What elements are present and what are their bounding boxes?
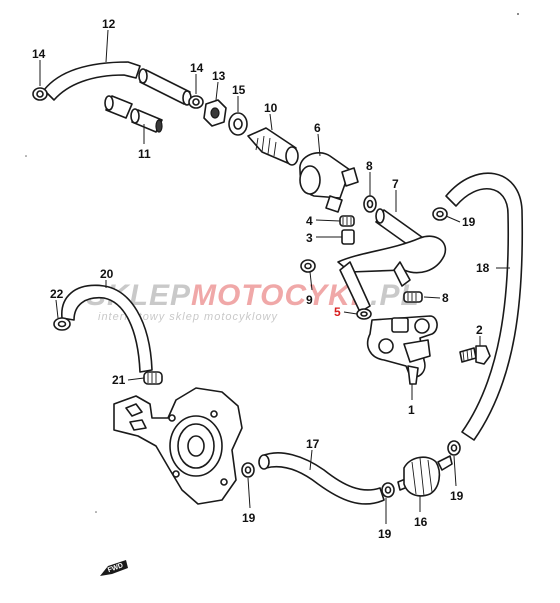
hose-12 [43, 61, 192, 106]
clamp-22 [53, 317, 71, 331]
callout-22: 22 [50, 287, 64, 301]
callout-6: 6 [314, 121, 321, 135]
callouts: 12 14 14 13 15 10 11 6 8 7 4 3 19 18 9 8… [32, 17, 490, 541]
callout-14: 14 [32, 47, 46, 61]
callout-11: 11 [138, 147, 151, 161]
callout-14: 14 [190, 61, 204, 75]
clamp-14-left [32, 87, 48, 101]
callout-19: 19 [462, 215, 476, 229]
callout-2: 2 [476, 323, 483, 337]
callout-1: 1 [408, 403, 415, 417]
callout-19: 19 [450, 489, 464, 503]
fuel-filter-16 [397, 455, 453, 497]
clamp-19-left [241, 462, 255, 478]
solenoid-6 [299, 152, 359, 213]
clamp-4 [339, 215, 355, 227]
callout-19: 19 [378, 527, 392, 541]
callout-10: 10 [264, 101, 278, 115]
callout-9: 9 [306, 293, 313, 307]
callout-12: 12 [102, 17, 116, 31]
clamp-8-lower [403, 291, 423, 303]
callout-4: 4 [306, 214, 313, 228]
print-dot [25, 155, 27, 157]
hose-11 [104, 95, 163, 133]
watermark: SKLEPMOTOCYKL.PL internetowy sklep motoc… [86, 279, 419, 323]
hose-20 [61, 284, 153, 373]
valve-fitting-10 [247, 127, 299, 166]
callout-3: 3 [306, 231, 313, 245]
cover-plate [113, 387, 243, 505]
valve-body-1 [366, 315, 438, 385]
callout-21: 21 [112, 373, 126, 387]
print-dot [517, 13, 519, 15]
sleeve-3 [341, 229, 355, 245]
washer-15 [228, 112, 248, 136]
clamp-19-top [432, 207, 448, 221]
bolt-2 [459, 345, 491, 365]
callout-5: 5 [334, 305, 341, 319]
nut-13 [203, 99, 227, 127]
hose-18 [445, 172, 524, 441]
clamp-19-mid [381, 482, 395, 498]
clamp-8-upper [363, 195, 377, 213]
callout-13: 13 [212, 69, 226, 83]
callout-8: 8 [366, 159, 373, 173]
callout-15: 15 [232, 83, 246, 97]
clamp-19-right [447, 440, 461, 456]
clamp-5 [356, 308, 372, 320]
callout-18: 18 [476, 261, 490, 275]
clamp-21 [143, 371, 163, 385]
print-dot [95, 511, 97, 513]
callout-17: 17 [306, 437, 320, 451]
hose-17 [258, 452, 385, 505]
clamp-9 [300, 259, 316, 273]
clamp-14-right [188, 95, 204, 109]
forward-direction-badge: FWD [100, 560, 128, 576]
callout-16: 16 [414, 515, 428, 529]
leader-lines [39, 29, 510, 524]
callout-20: 20 [100, 267, 114, 281]
callout-19: 19 [242, 511, 256, 525]
callout-8: 8 [442, 291, 449, 305]
callout-7: 7 [392, 177, 399, 191]
svg-text:internetowy sklep motocyklowy: internetowy sklep motocyklowy [98, 311, 279, 323]
